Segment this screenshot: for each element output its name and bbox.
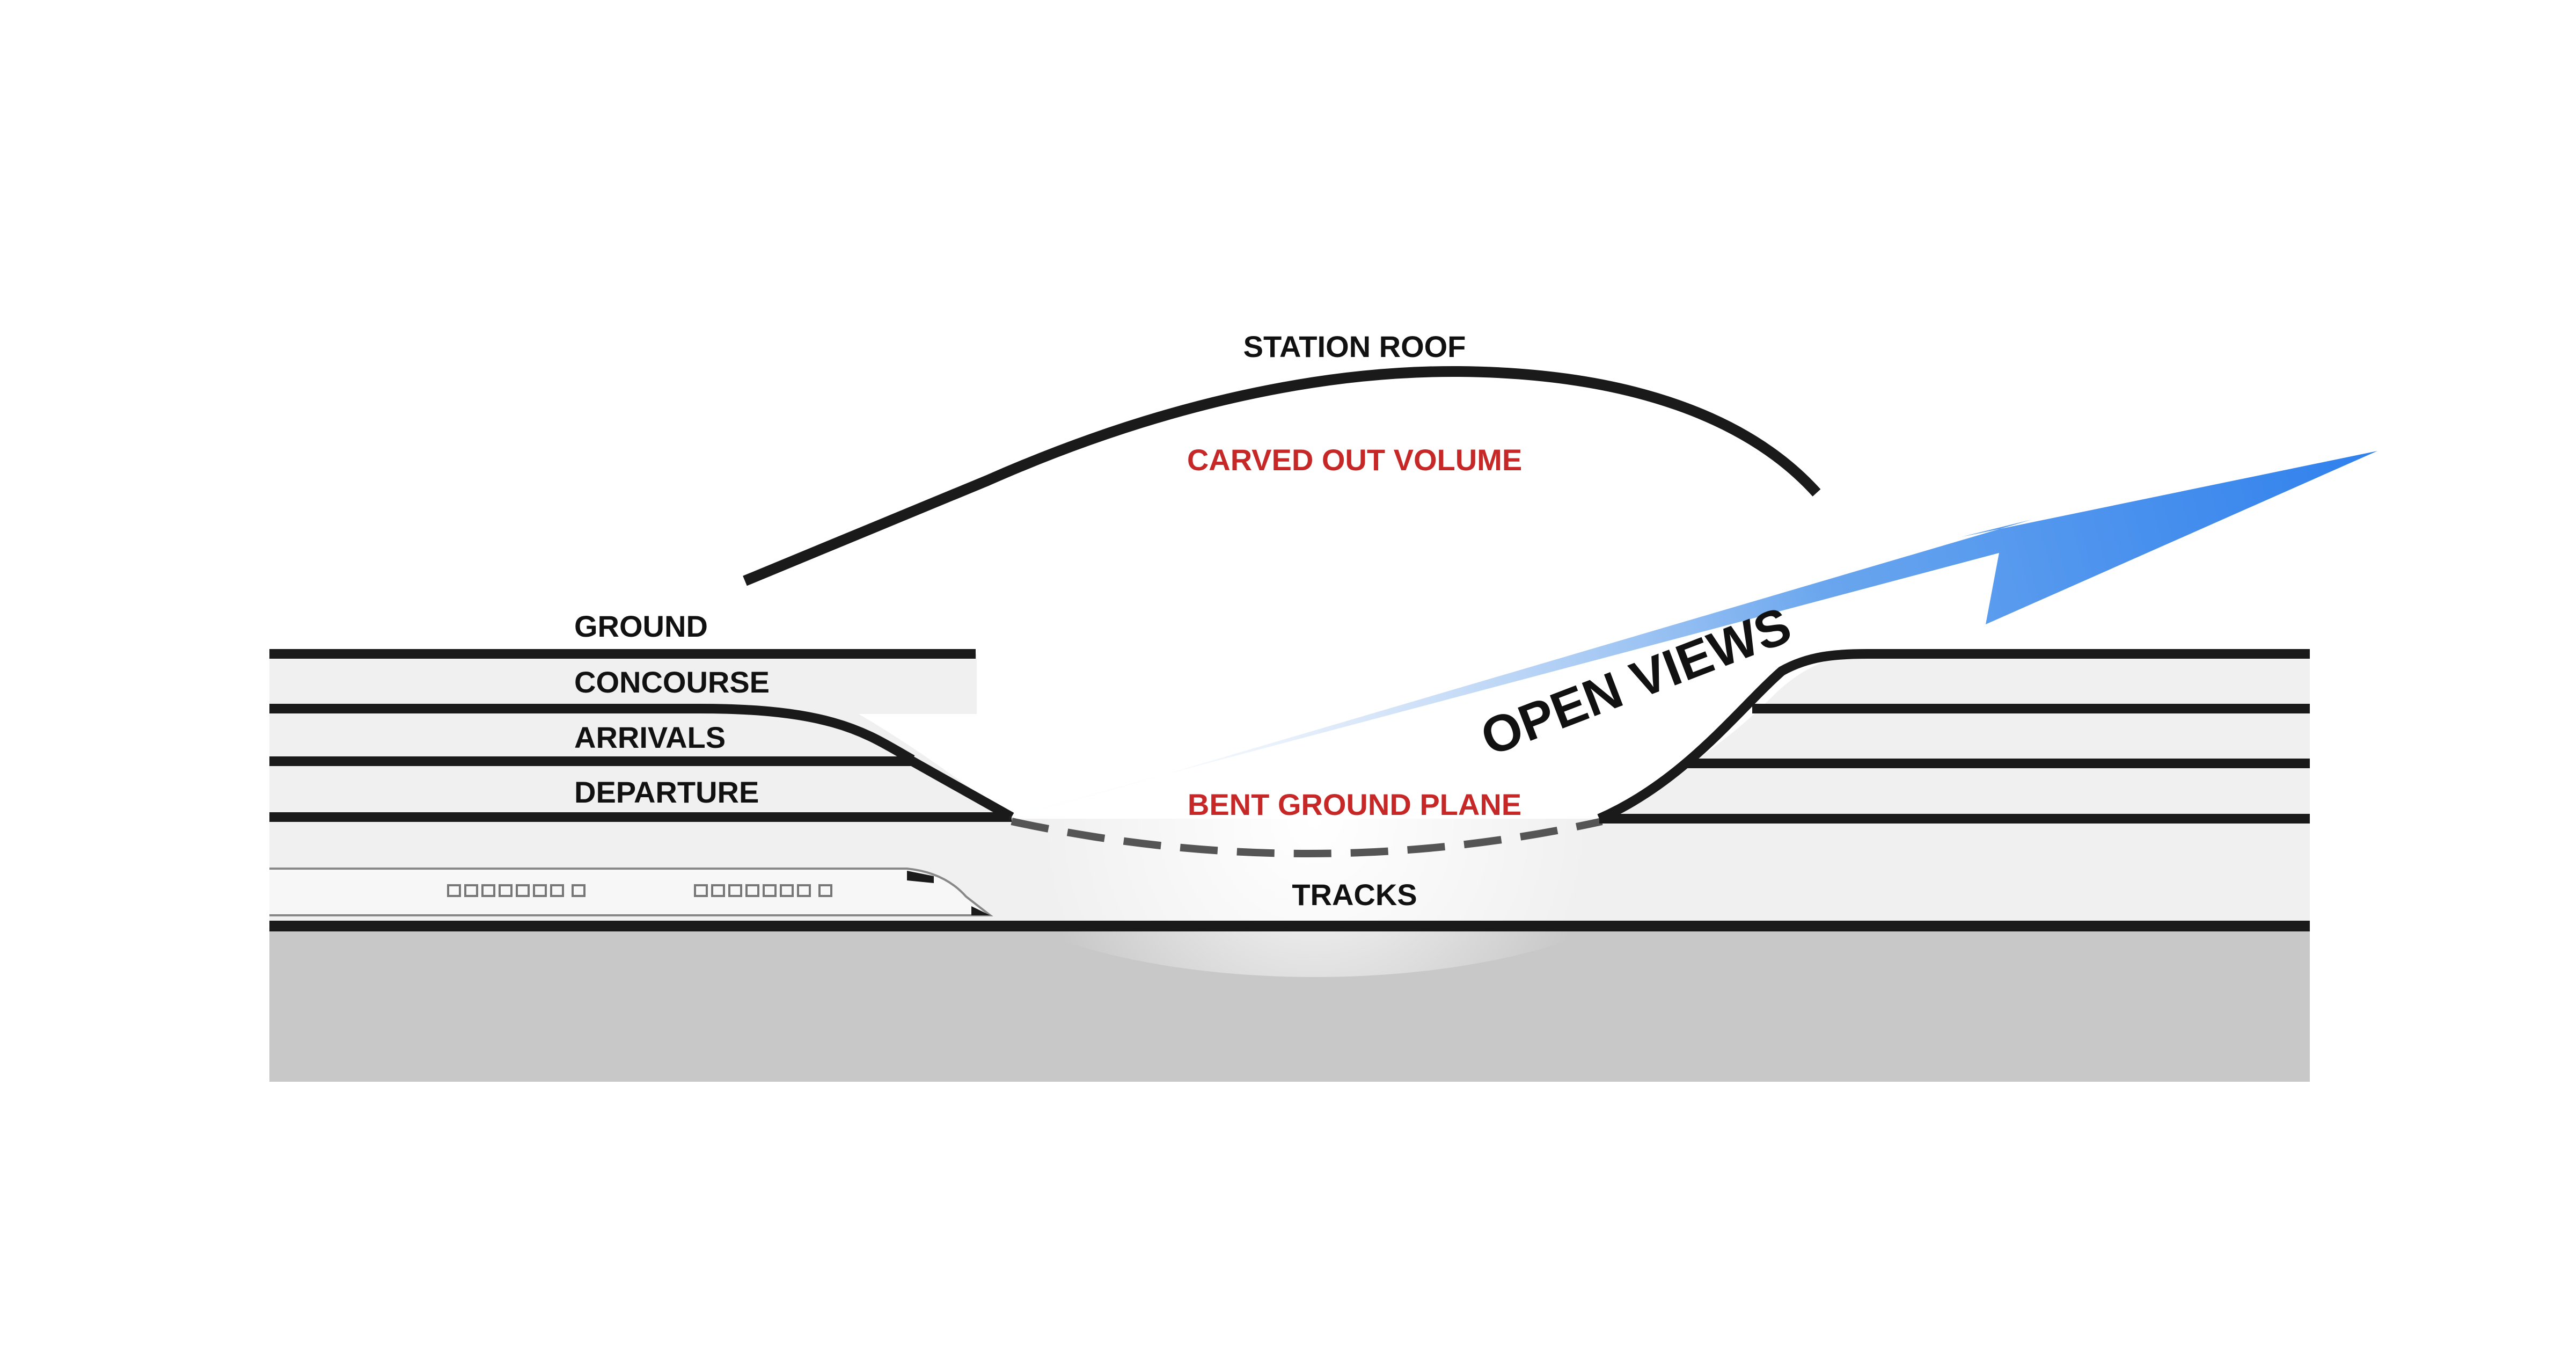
concourse-label: CONCOURSE xyxy=(574,665,770,699)
open-views-arrow xyxy=(1009,451,2377,820)
arrivals-line-left xyxy=(269,756,1014,821)
bent-ground-plane-line xyxy=(1011,818,1603,857)
right-floor-bands xyxy=(1599,654,2310,819)
arrivals-label: ARRIVALS xyxy=(574,720,726,754)
carved-out-volume-label: CARVED OUT VOLUME xyxy=(1187,443,1522,477)
ground-line-right xyxy=(1597,649,2310,824)
bent-ground-plane-label: BENT GROUND PLANE xyxy=(1188,788,1521,821)
station-roof-line xyxy=(743,366,1821,586)
station-roof-label: STATION ROOF xyxy=(1243,330,1466,363)
train-icon xyxy=(269,868,993,916)
concourse-line-left xyxy=(269,704,915,764)
tracks-label: TRACKS xyxy=(1292,878,1417,912)
departure-label: DEPARTURE xyxy=(574,775,759,809)
carved-void-glow xyxy=(939,698,1690,977)
left-floor-bands xyxy=(269,654,1009,817)
ground-label: GROUND xyxy=(574,609,708,643)
